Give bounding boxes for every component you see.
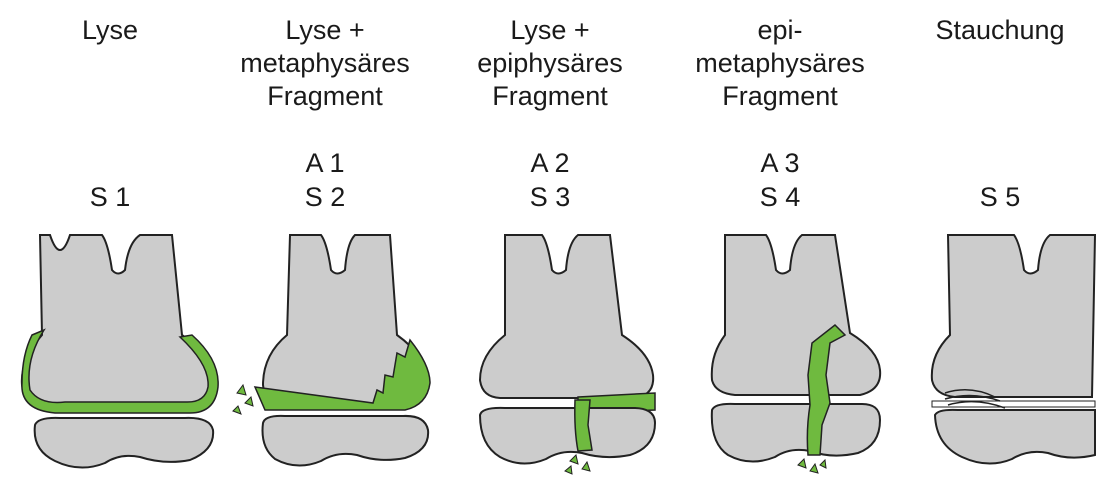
panel-s2: Lyse + metaphysäres Fragment A 1 S 2 <box>225 0 425 481</box>
code-salter-harris: S 5 <box>900 180 1100 214</box>
classification-codes: A 2 S 3 <box>450 146 650 214</box>
code-aitken <box>900 146 1100 180</box>
bone-chip <box>233 385 253 414</box>
title-line: Lyse + <box>450 14 650 47</box>
code-salter-harris: S 4 <box>680 180 880 214</box>
distal-femur-diagram <box>900 225 1100 481</box>
title-line: Fragment <box>680 80 880 113</box>
title-line: Stauchung <box>900 14 1100 47</box>
epiphysis <box>263 416 429 466</box>
bone-shaft-metaphysis <box>932 235 1095 397</box>
panel-title: Lyse <box>10 14 210 47</box>
bone-chip <box>565 455 590 474</box>
code-aitken: A 2 <box>450 146 650 180</box>
classification-codes: S 5 <box>900 146 1100 214</box>
epiphysis <box>935 410 1095 464</box>
epiphysis <box>712 404 880 462</box>
distal-femur-diagram <box>680 225 880 481</box>
panel-s3: Lyse + epiphysäres Fragment A 2 S 3 <box>450 0 650 481</box>
panel-s4: epi- metaphysäres Fragment A 3 S 4 <box>680 0 880 481</box>
physis-line <box>932 401 1095 407</box>
title-line: epiphysäres <box>450 47 650 80</box>
code-salter-harris: S 1 <box>10 180 210 214</box>
distal-femur-diagram <box>225 225 425 481</box>
classification-codes: A 3 S 4 <box>680 146 880 214</box>
panel-s5: Stauchung S 5 <box>900 0 1100 481</box>
epiphysis <box>35 418 213 468</box>
title-line: Fragment <box>450 80 650 113</box>
classification-codes: S 1 <box>10 146 210 214</box>
title-line: Lyse + <box>225 14 425 47</box>
epiphysis <box>480 408 655 464</box>
code-aitken: A 1 <box>225 146 425 180</box>
distal-femur-diagram <box>10 225 210 481</box>
code-salter-harris: S 2 <box>225 180 425 214</box>
panel-title: epi- metaphysäres Fragment <box>680 14 880 113</box>
code-aitken <box>10 146 210 180</box>
title-line: metaphysäres <box>225 47 425 80</box>
bone-shaft-metaphysis <box>712 235 880 395</box>
distal-femur-diagram <box>450 225 650 481</box>
code-salter-harris: S 3 <box>450 180 650 214</box>
bone-shaft-metaphysis <box>480 235 653 398</box>
panel-title: Stauchung <box>900 14 1100 47</box>
title-line: metaphysäres <box>680 47 880 80</box>
classification-codes: A 1 S 2 <box>225 146 425 214</box>
panel-title: Lyse + epiphysäres Fragment <box>450 14 650 113</box>
title-line: epi- <box>680 14 880 47</box>
title-line: Lyse <box>10 14 210 47</box>
title-line: Fragment <box>225 80 425 113</box>
bone-shaft-metaphysis <box>22 235 216 410</box>
panel-title: Lyse + metaphysäres Fragment <box>225 14 425 113</box>
code-aitken: A 3 <box>680 146 880 180</box>
bone-chip <box>798 459 826 473</box>
panel-s1: Lyse S 1 <box>10 0 210 481</box>
